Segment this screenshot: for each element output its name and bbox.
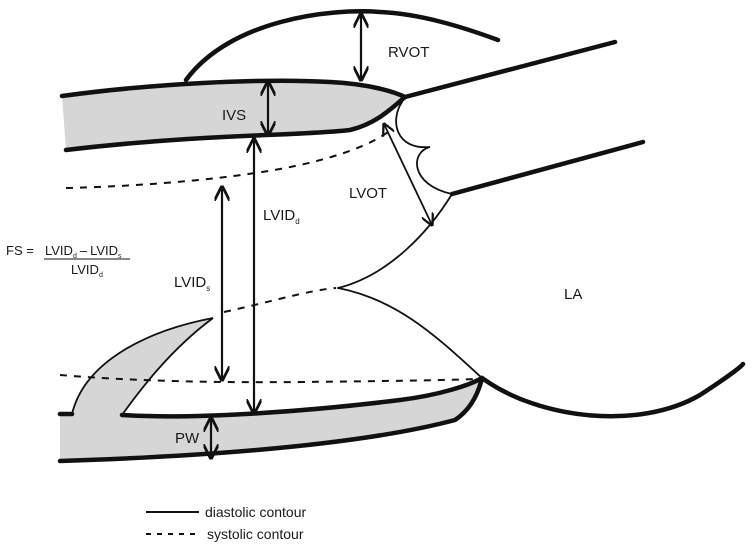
rvot-label: RVOT: [388, 44, 429, 61]
papillary-contour: [71, 317, 214, 416]
lvot-arrow: [384, 124, 432, 225]
ivs-bottom-contour: [63, 94, 408, 153]
la-wall: [479, 361, 746, 419]
ivs-top-contour: [59, 78, 408, 100]
pw-top-contour: [119, 375, 485, 419]
la-label: LA: [564, 286, 582, 303]
lvot-label: LVOT: [349, 185, 387, 202]
legend: diastolic contour systolic contour: [146, 504, 307, 542]
ivs-wall: [62, 80, 405, 150]
systolic-mid-contour: [223, 287, 337, 313]
systolic-septal-contour: [65, 131, 389, 189]
legend-systolic-label: systolic contour: [207, 526, 304, 542]
legend-diastolic-label: diastolic contour: [205, 504, 307, 520]
ivs-label: IVS: [222, 107, 246, 124]
fs-formula: FS = LVIDd–LVIDs LVIDd: [6, 243, 130, 279]
pw-wall: [60, 318, 482, 461]
pw-label: PW: [175, 430, 200, 447]
aorta-anterior-wall: [402, 39, 618, 100]
aortic-valve-cusps: [395, 101, 453, 195]
pw-bottom-contour: [57, 375, 485, 464]
formula-denominator: LVIDd: [71, 262, 103, 279]
aorta-posterior-wall: [449, 139, 646, 197]
lvid-s-label: LVIDs: [174, 274, 210, 293]
posterior-mitral-leaflet: [337, 287, 483, 379]
anterior-mitral-leaflet: [337, 193, 453, 289]
rv-free-wall: [183, 9, 501, 83]
formula-numerator: LVIDd–LVIDs: [45, 243, 122, 260]
systolic-posterior-contour: [59, 374, 479, 384]
lvid-d-label: LVIDd: [263, 207, 300, 226]
formula-lhs: FS =: [6, 243, 34, 258]
